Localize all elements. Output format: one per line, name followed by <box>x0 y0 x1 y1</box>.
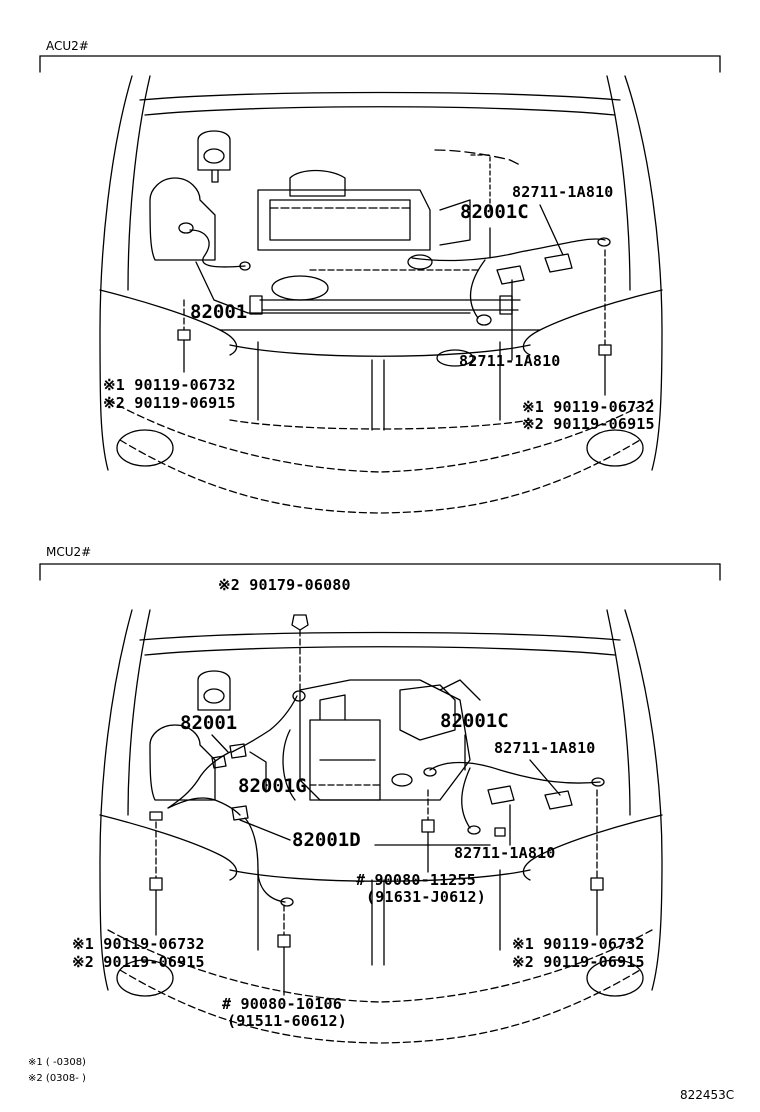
mcu-part-82001g: 82001G <box>238 775 307 797</box>
mcu-bolt-bottom-1: # 90080-10106 <box>222 995 342 1013</box>
mcu-section-bracket <box>39 563 721 581</box>
acu-left-bolt-1: ※1 90119-06732 <box>103 376 236 394</box>
acu-wiring <box>178 222 611 326</box>
acu-bolts-and-leaders <box>177 154 612 396</box>
mcu-bolt-bottom-2: (91511-60612) <box>227 1012 347 1030</box>
mcu-nut-top: ※2 90179-06080 <box>218 576 351 594</box>
mcu-bolts-and-leaders <box>149 614 604 996</box>
mcu-car-body <box>99 609 663 1044</box>
acu-left-bolt-2: ※2 90119-06915 <box>103 394 236 412</box>
mcu-bolt-center-1: # 90080-11255 <box>356 871 476 889</box>
illustration-reference: 822453C <box>680 1088 735 1102</box>
acu-engine <box>149 130 521 367</box>
mcu-part-82711-bottom: 82711-1A810 <box>454 844 556 862</box>
acu-right-bolt-1: ※1 90119-06732 <box>522 398 655 416</box>
acu-part-82001c: 82001C <box>460 201 529 223</box>
footnote-1: ※1 ( -0308) <box>28 1057 86 1068</box>
mcu-wiring <box>149 690 605 907</box>
mcu-engine <box>149 670 481 801</box>
acu-part-82711-top: 82711-1A810 <box>512 183 614 201</box>
mcu-section-label: MCU2# <box>46 545 92 559</box>
acu-part-82001: 82001 <box>190 301 248 323</box>
mcu-right-bolt-1: ※1 90119-06732 <box>512 935 645 953</box>
mcu-part-82001d: 82001D <box>292 829 361 851</box>
mcu-left-bolt-1: ※1 90119-06732 <box>72 935 205 953</box>
acu-car-body <box>99 75 663 514</box>
acu-section-label: ACU2# <box>46 39 89 53</box>
acu-right-bolt-2: ※2 90119-06915 <box>522 415 655 433</box>
mcu-right-bolt-2: ※2 90119-06915 <box>512 953 645 971</box>
mcu-left-bolt-2: ※2 90119-06915 <box>72 953 205 971</box>
mcu-part-82001c: 82001C <box>440 710 509 732</box>
acu-section-bracket <box>39 55 721 73</box>
acu-part-82711-mid: 82711-1A810 <box>459 352 561 370</box>
mcu-bolt-center-2: (91631-J0612) <box>366 888 486 906</box>
mcu-part-82711-top: 82711-1A810 <box>494 739 596 757</box>
footnote-2: ※2 (0308- ) <box>28 1073 86 1084</box>
mcu-part-82001: 82001 <box>180 712 238 734</box>
